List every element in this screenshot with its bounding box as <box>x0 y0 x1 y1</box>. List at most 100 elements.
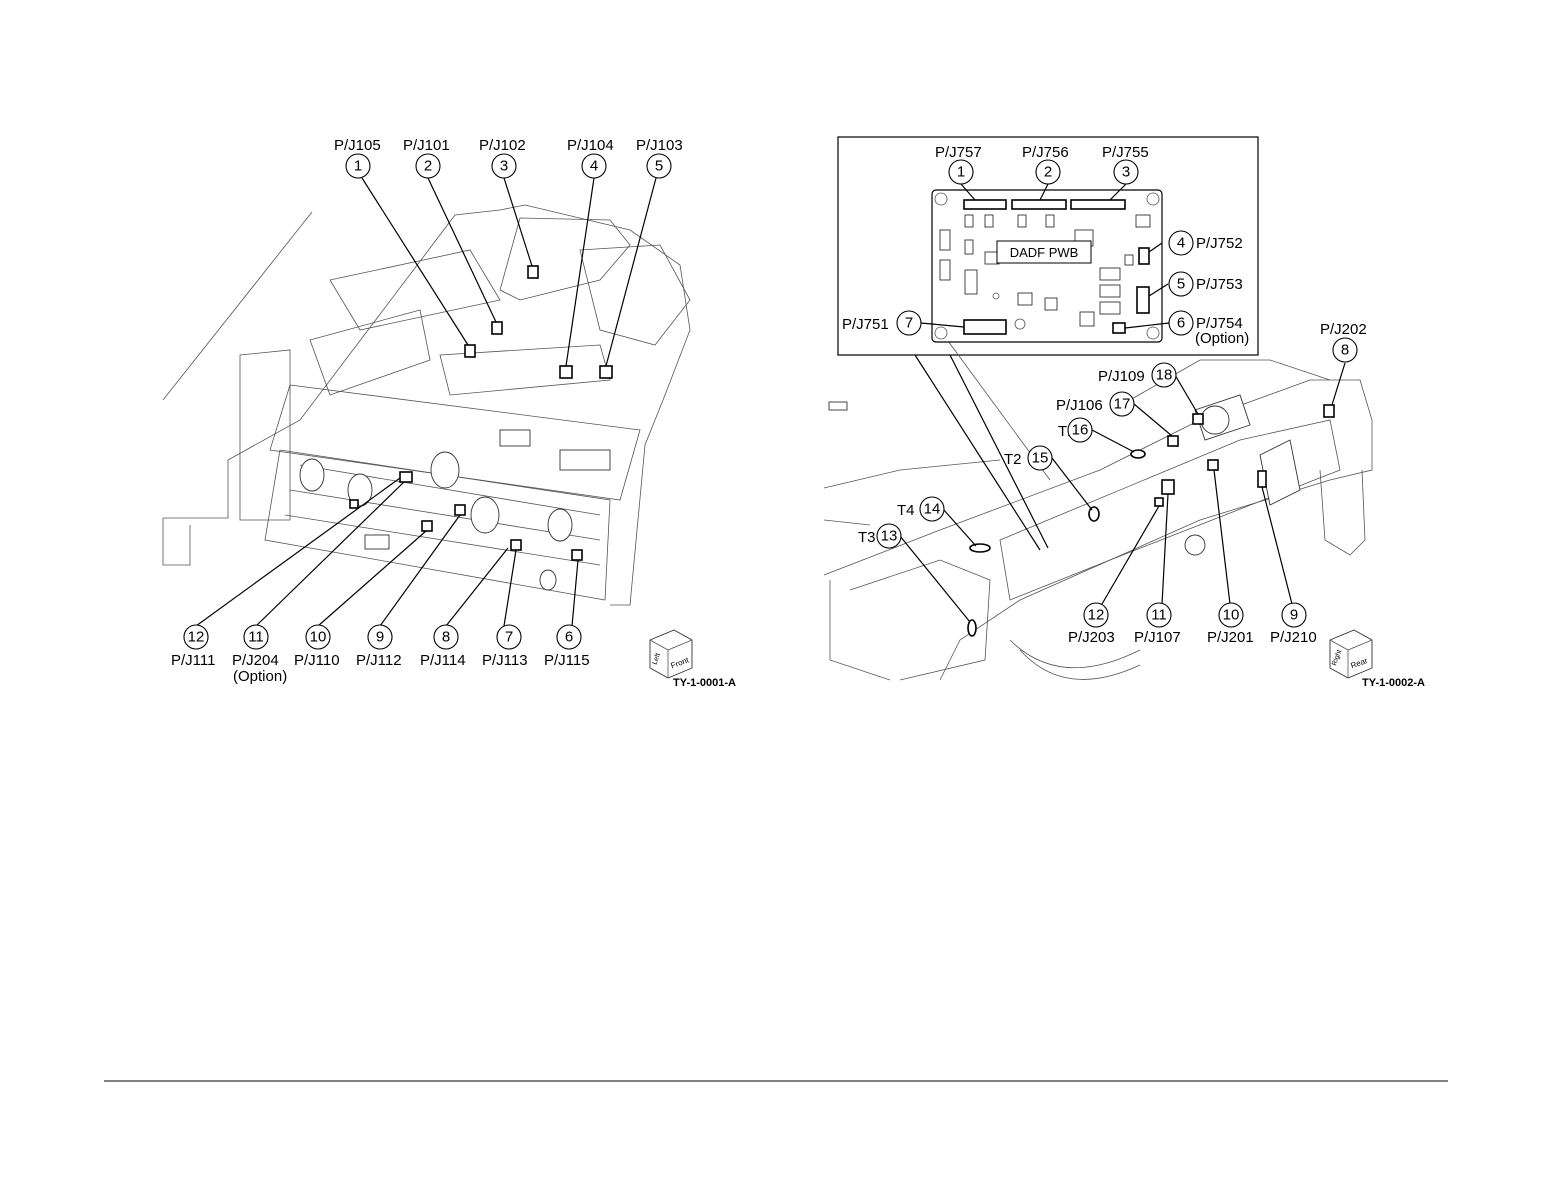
callout-number: 15 <box>1032 450 1049 467</box>
pwb-callouts: P/J757 1 P/J756 2 P/J755 3 4 P/J752 5 P/… <box>842 144 1249 347</box>
callout-label: P/J751 <box>842 316 889 333</box>
callout-number: 5 <box>1177 276 1185 293</box>
left-leader-lines <box>195 177 657 627</box>
callout-number: 1 <box>957 164 965 181</box>
callout-number: 1 <box>354 158 362 175</box>
callout-label: P/J752 <box>1196 235 1243 252</box>
connector-pj106 <box>1167 435 1179 447</box>
callout-number: 14 <box>924 501 941 518</box>
callout-label: P/J107 <box>1134 629 1181 646</box>
callout-circle <box>1027 445 1053 471</box>
callout-circle <box>1168 230 1194 256</box>
left-machine-drawing <box>162 204 691 606</box>
callout-circle <box>1168 310 1194 336</box>
connector-pj113 <box>510 539 522 551</box>
connector-pj110 <box>349 499 359 509</box>
callout-label: P/J203 <box>1068 629 1115 646</box>
callout-label: P/J104 <box>567 137 614 154</box>
callout-number: 11 <box>248 629 264 646</box>
callout-number: 17 <box>1114 396 1131 413</box>
callout-label: P/J757 <box>935 144 982 161</box>
connector-pj752 <box>1138 247 1150 265</box>
inset-leader-line <box>949 354 1049 549</box>
callout-note: (Option) <box>1195 330 1249 347</box>
callout-label: P/J101 <box>403 137 450 154</box>
dadf-pwb-board: DADF PWB <box>931 189 1163 343</box>
callout-circle <box>1151 362 1177 388</box>
connector-pj115 <box>571 549 583 561</box>
callout-circle <box>1332 337 1358 363</box>
connector-pj104 <box>559 365 573 379</box>
inset-leader-line <box>914 354 1041 551</box>
figure-id: TY-1-0001-A <box>673 677 736 689</box>
pwb-inset-frame <box>837 136 1259 356</box>
callout-number: 9 <box>1290 607 1298 624</box>
callout-circle <box>345 153 371 179</box>
callout-circle <box>1035 159 1061 185</box>
connector-pj203 <box>1154 497 1164 507</box>
callout-label: P/J111 <box>171 652 215 669</box>
connector-pj753 <box>1136 286 1150 314</box>
callout-circle <box>581 153 607 179</box>
connector-pj751 <box>963 319 1007 335</box>
callout-number: 8 <box>1341 342 1349 359</box>
callout-circle <box>896 310 922 336</box>
left-orientation-cube-icon: Left Front <box>649 629 693 679</box>
callout-circle <box>243 624 269 650</box>
connector-pj210 <box>1257 470 1267 488</box>
callout-circle <box>491 153 517 179</box>
figure-id: TY-1-0002-A <box>1362 677 1425 689</box>
callout-number: 13 <box>881 528 898 545</box>
callout-number: 9 <box>376 629 384 646</box>
right-leader-lines <box>899 183 1346 623</box>
callout-number: 2 <box>424 158 432 175</box>
callout-circle <box>496 624 522 650</box>
figure-left: P/J105 1 P/J101 2 P/J102 3 P/J104 4 P/J1… <box>162 137 736 689</box>
callout-label: P/J103 <box>636 137 683 154</box>
callout-circle <box>1146 602 1172 628</box>
left-bottom-callouts: 12 P/J111 11 P/J204 (Option) 10 P/J110 9… <box>171 624 590 685</box>
callout-number: 3 <box>1122 164 1130 181</box>
terminal-t3 <box>967 619 977 637</box>
connector-pj107 <box>1161 479 1175 495</box>
callout-number: 10 <box>310 629 327 646</box>
callout-label: P/J112 <box>356 652 402 669</box>
callout-circle <box>1067 417 1093 443</box>
terminal-t2 <box>1088 506 1100 522</box>
callout-label: P/J202 <box>1320 321 1367 338</box>
callout-label: T4 <box>897 502 915 519</box>
orientation-label: Left <box>652 652 663 665</box>
callout-label: P/J210 <box>1270 629 1317 646</box>
callout-circle <box>367 624 393 650</box>
callout-label: P/J106 <box>1056 397 1103 414</box>
callout-number: 3 <box>500 158 508 175</box>
callout-number: 7 <box>905 315 913 332</box>
callout-number: 6 <box>565 629 573 646</box>
callout-number: 4 <box>1177 235 1185 252</box>
callout-circle <box>1109 391 1135 417</box>
callout-label: P/J113 <box>482 652 528 669</box>
callout-circle <box>1281 602 1307 628</box>
left-top-callouts: P/J105 1 P/J101 2 P/J102 3 P/J104 4 P/J1… <box>334 137 683 179</box>
callout-circle <box>1218 602 1244 628</box>
callout-number: 10 <box>1223 607 1240 624</box>
callout-number: 5 <box>655 158 663 175</box>
callout-circle <box>415 153 441 179</box>
callout-circle <box>919 496 945 522</box>
callout-number: 8 <box>442 629 450 646</box>
connector-pj109 <box>1192 413 1204 425</box>
callout-circle <box>1083 602 1109 628</box>
callout-label: P/J115 <box>544 652 590 669</box>
callout-circle <box>433 624 459 650</box>
pwb-label-box <box>996 240 1092 264</box>
connector-pj201 <box>1207 459 1219 471</box>
right-orientation-cube-icon: Right Rear <box>1329 629 1373 679</box>
callout-label: T2 <box>1004 451 1022 468</box>
callout-circle <box>646 153 672 179</box>
figure-right: DADF PWB <box>823 136 1425 689</box>
callout-number: 12 <box>1088 607 1105 624</box>
pwb-label: DADF PWB <box>1010 245 1079 260</box>
connector-pj112 <box>421 520 433 532</box>
callout-label: P/J204 <box>232 652 279 669</box>
callout-number: 16 <box>1072 422 1089 439</box>
